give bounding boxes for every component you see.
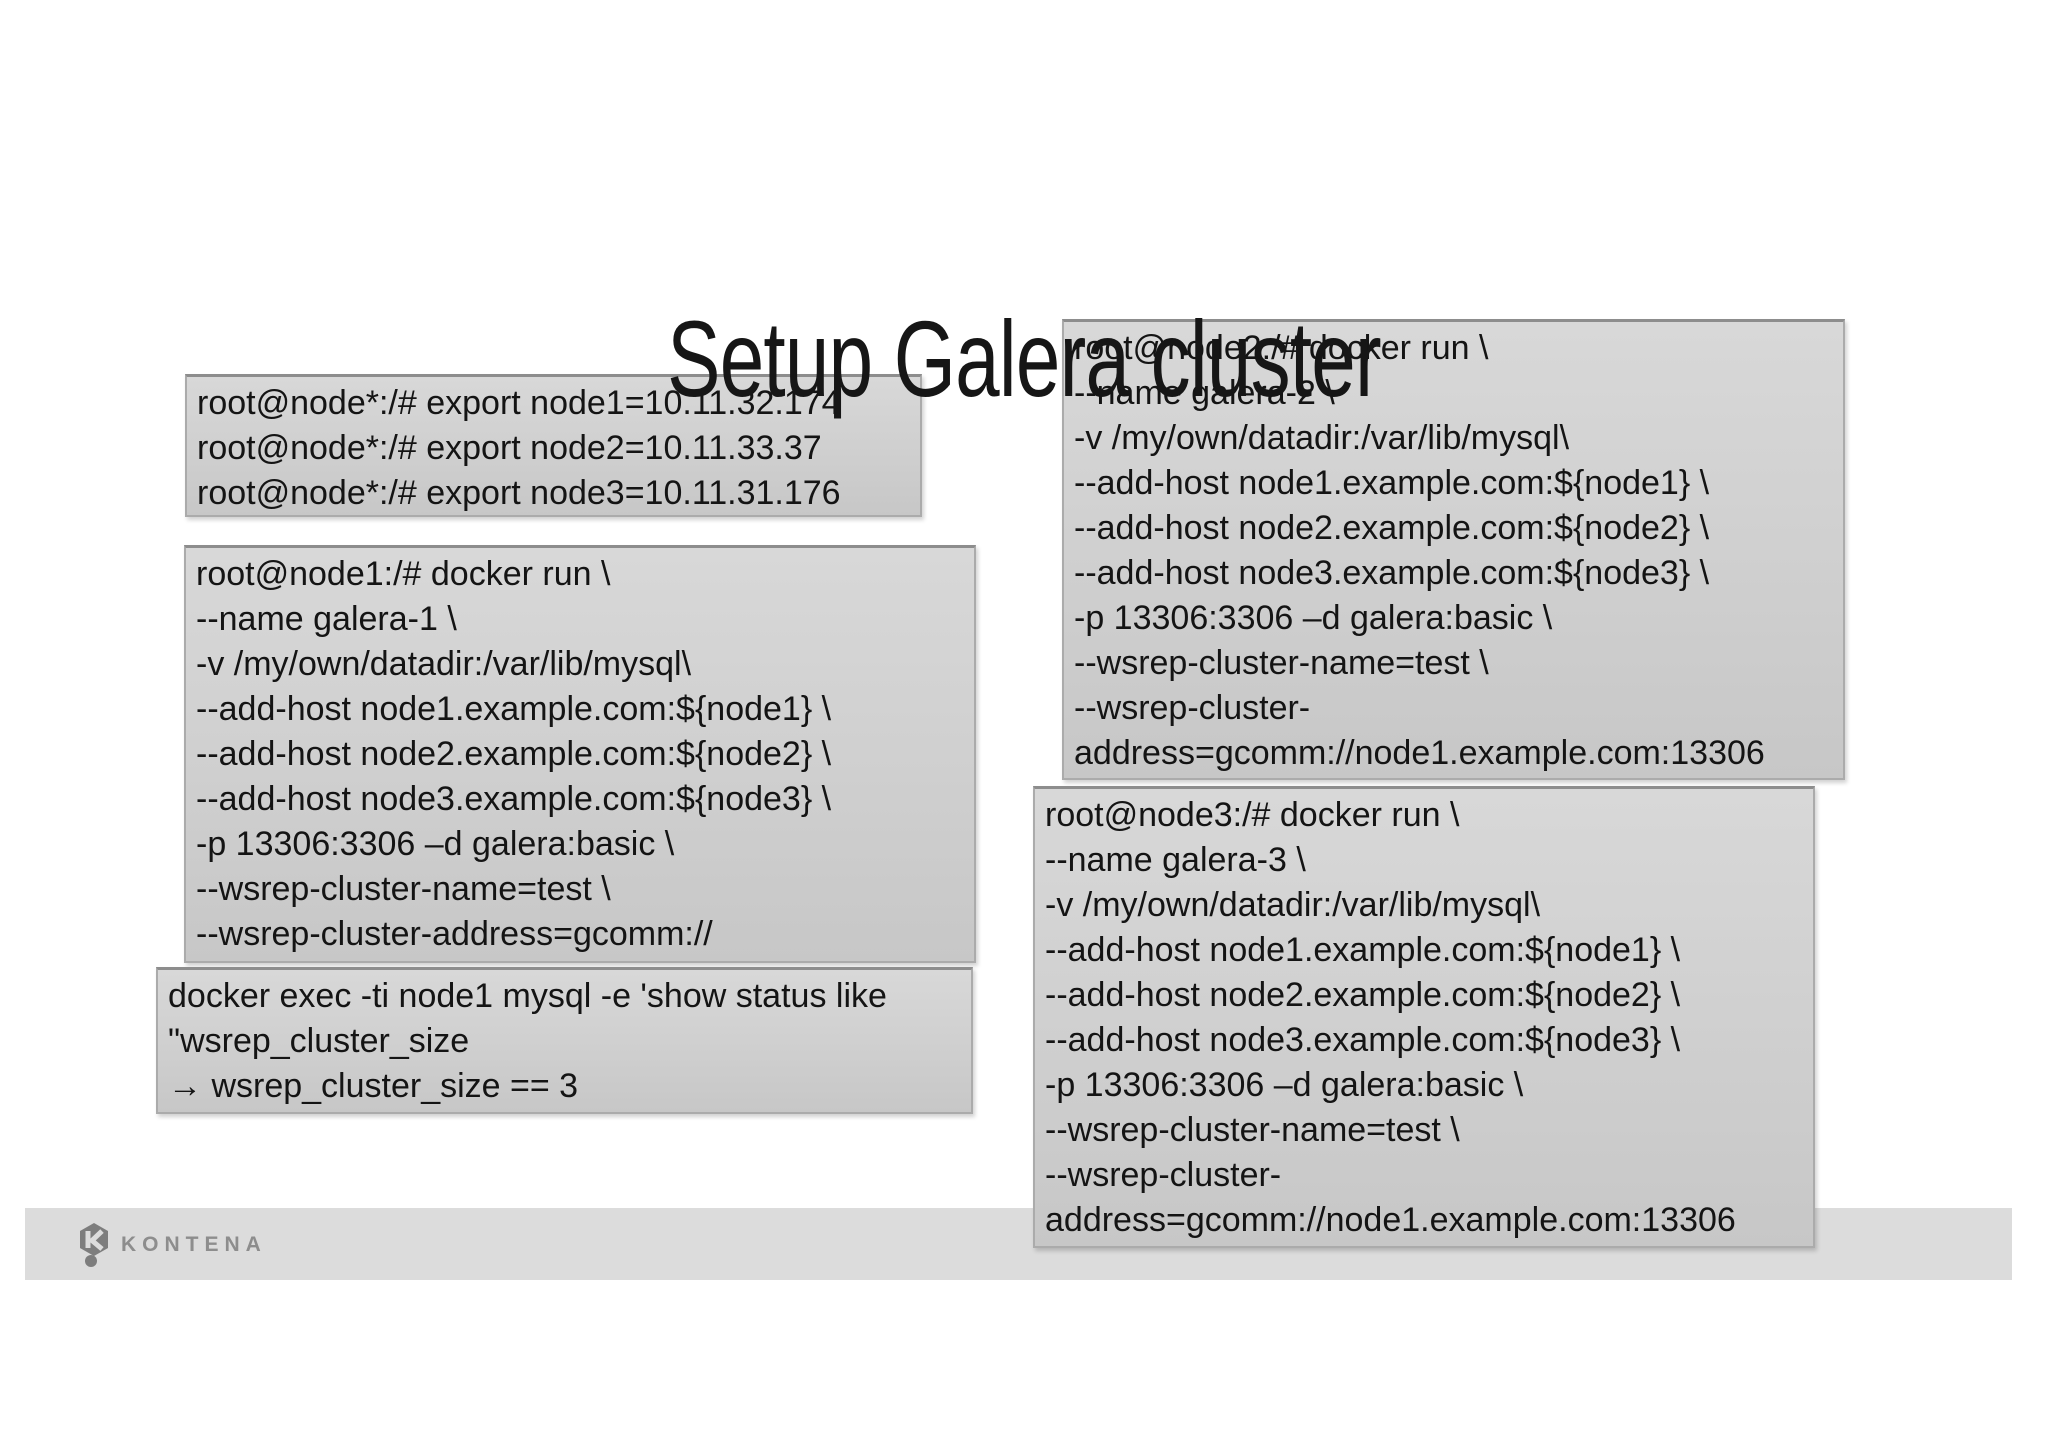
terminal-box-node3-docker-run: root@node3:/# docker run \ --name galera… bbox=[1033, 786, 1815, 1248]
terminal-box-export-node-ips: root@node*:/# export node1=10.11.32.174 … bbox=[185, 374, 922, 517]
kontena-brand: KONTENA bbox=[78, 1222, 267, 1268]
terminal-text-node2-docker-run: root@node2:/# docker run \ --name galera… bbox=[1074, 329, 1765, 772]
terminal-text-export-node-ips: root@node*:/# export node1=10.11.32.174 … bbox=[197, 384, 841, 512]
terminal-text-node3-docker-run: root@node3:/# docker run \ --name galera… bbox=[1045, 796, 1736, 1239]
terminal-box-node1-docker-run: root@node1:/# docker run \ --name galera… bbox=[184, 545, 976, 963]
slide-title: Setup Galera cluster bbox=[667, 298, 1381, 420]
terminal-box-node2-docker-run: root@node2:/# docker run \ --name galera… bbox=[1062, 319, 1845, 780]
terminal-box-cluster-size-check: docker exec -ti node1 mysql -e 'show sta… bbox=[156, 967, 973, 1114]
terminal-text-node1-docker-run: root@node1:/# docker run \ --name galera… bbox=[196, 555, 832, 953]
terminal-text-cluster-size-check: docker exec -ti node1 mysql -e 'show sta… bbox=[168, 977, 887, 1105]
kontena-brand-label: KONTENA bbox=[121, 1233, 267, 1256]
kontena-hexagon-icon bbox=[78, 1222, 112, 1268]
